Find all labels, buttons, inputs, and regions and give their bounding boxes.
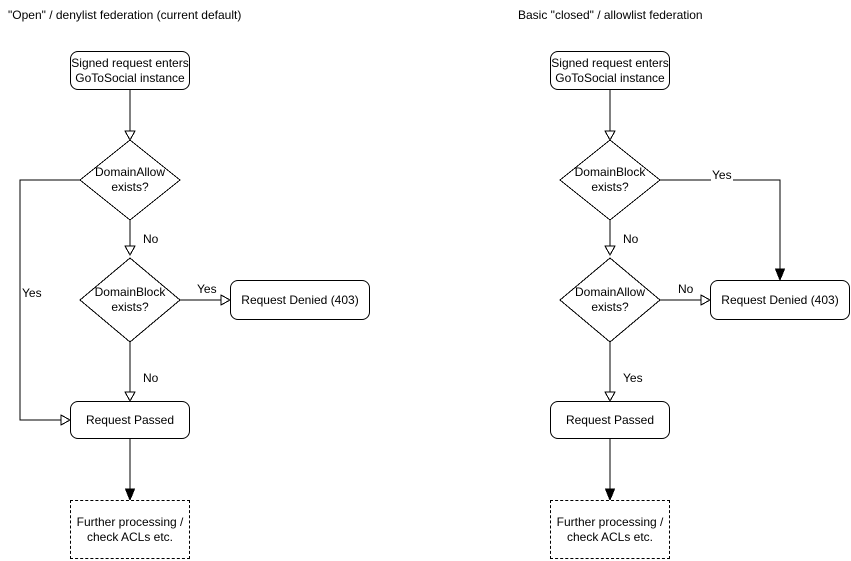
- right-filled-arrowhead-further-top: [604, 488, 616, 502]
- left-open-arrowhead-decision2-top: [124, 245, 136, 257]
- left-open-arrowhead-passed-top: [124, 391, 136, 403]
- left-edge-decision1-yes: [19, 179, 80, 421]
- right-start-node: Signed request enters GoToSocial instanc…: [550, 51, 670, 90]
- left-passed-node: Request Passed: [70, 401, 190, 439]
- right-further-node: Further processing / check ACLs etc.: [550, 500, 670, 559]
- left-denied-node: Request Denied (403): [230, 280, 370, 320]
- left-decision1-diamond: [79, 139, 181, 221]
- left-decision2-yes-label: Yes: [196, 282, 218, 296]
- right-panel-title: Basic "closed" / allowlist federation: [518, 8, 703, 22]
- left-decision2-diamond: [79, 257, 181, 343]
- left-panel-title: "Open" / denylist federation (current de…: [8, 8, 242, 22]
- right-decision1-yes-label: Yes: [711, 168, 733, 182]
- right-edge-decision1-yes: [660, 179, 781, 269]
- left-filled-arrowhead-further-top: [124, 488, 136, 502]
- left-decision1-no-label: No: [142, 232, 160, 246]
- right-decision2-diamond: [559, 257, 661, 343]
- right-open-arrowhead-decision1-top: [604, 130, 616, 142]
- right-filled-arrowhead-denied-top: [774, 268, 786, 282]
- left-open-arrowhead-denied-left: [220, 294, 232, 306]
- right-decision2-yes-label: Yes: [622, 371, 644, 385]
- left-decision2-no-label: No: [142, 371, 160, 385]
- left-further-node: Further processing / check ACLs etc.: [70, 500, 190, 559]
- right-decision1-diamond: [559, 139, 661, 221]
- right-decision2-no-label: No: [677, 282, 695, 296]
- right-passed-node: Request Passed: [550, 401, 670, 439]
- right-open-arrowhead-decision2-top: [604, 245, 616, 257]
- right-denied-node: Request Denied (403): [710, 280, 850, 320]
- right-open-arrowhead-passed-top: [604, 391, 616, 403]
- left-open-arrowhead-decision1-top: [124, 130, 136, 142]
- left-start-node: Signed request enters GoToSocial instanc…: [70, 51, 190, 90]
- left-open-arrowhead-passed-left: [60, 414, 72, 426]
- right-open-arrowhead-denied-left: [700, 294, 712, 306]
- left-decision1-yes-label: Yes: [21, 286, 43, 300]
- right-decision1-no-label: No: [622, 232, 640, 246]
